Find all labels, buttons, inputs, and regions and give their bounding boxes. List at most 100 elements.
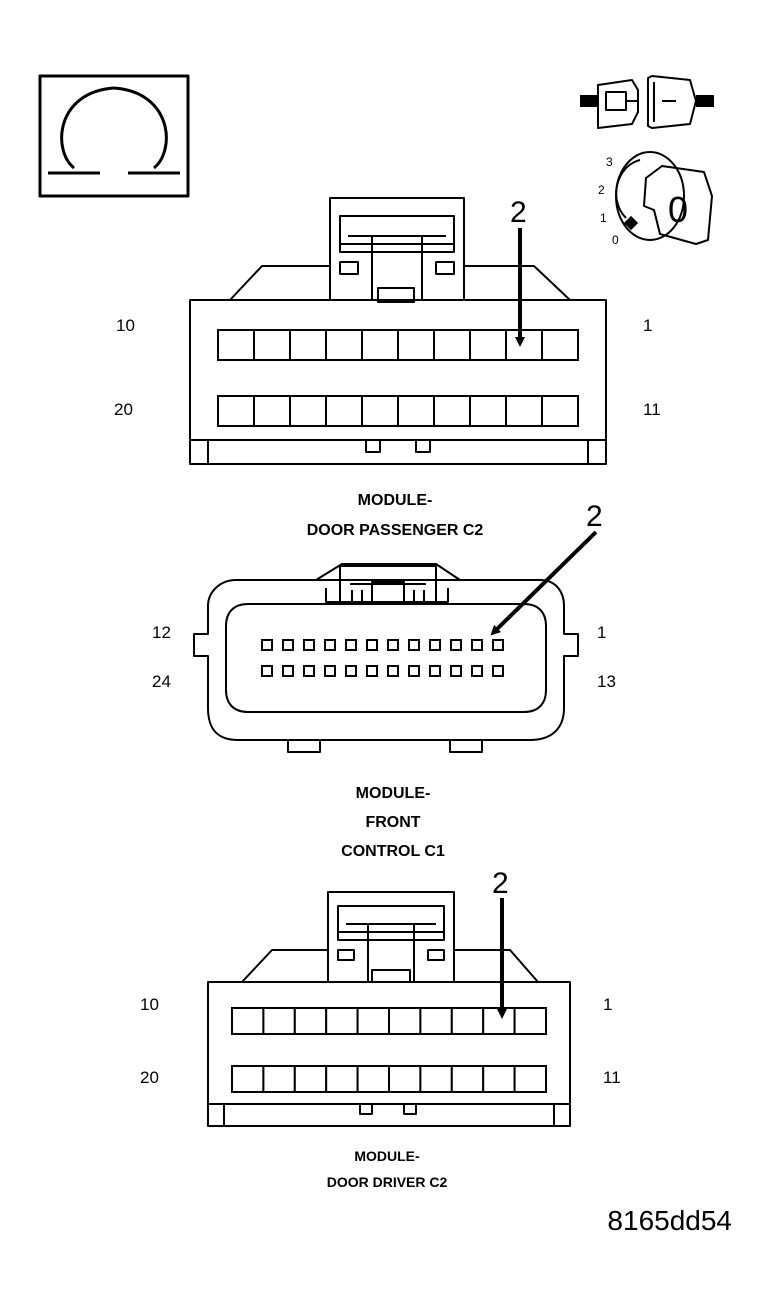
pin-cavity <box>450 1007 485 1035</box>
pin-label-top-left: 10 <box>140 995 159 1014</box>
pin-cavity <box>471 639 483 651</box>
ignition-position-2: 2 <box>598 183 605 197</box>
pin-label-bottom-right: 11 <box>603 1068 621 1087</box>
pin-cavity <box>289 329 327 361</box>
pin-cavity <box>388 1065 422 1093</box>
pin-cavity <box>231 1007 265 1035</box>
pin-cavity <box>469 395 507 427</box>
callout-number: 2 <box>510 196 527 229</box>
connector-caption-line-1: MODULE- <box>358 492 433 509</box>
pin-cavity <box>387 665 399 677</box>
ignition-key-label: 0 <box>668 189 688 230</box>
pin-cavity <box>324 639 336 651</box>
pin-cavity <box>408 665 420 677</box>
pin-cavity <box>293 1007 328 1035</box>
pin-cavity <box>217 329 255 361</box>
pin-cavity <box>303 665 315 677</box>
pin-cavity <box>429 639 441 651</box>
pin-cavity <box>419 1007 453 1035</box>
pin-cavity <box>419 1065 453 1093</box>
pin-cavity <box>482 1007 516 1035</box>
pin-label-top-right: 1 <box>643 316 652 335</box>
pin-cavity <box>261 665 273 677</box>
pin-cavity <box>217 395 255 427</box>
pin-label-bottom-right: 13 <box>597 672 616 691</box>
pin-cavity <box>253 395 291 427</box>
pin-cavity <box>469 329 507 361</box>
pin-cavity <box>492 639 504 651</box>
pin-cavities <box>217 329 579 427</box>
pin-label-bottom-left: 20 <box>114 400 133 419</box>
pin-cavity <box>429 665 441 677</box>
pin-cavity <box>253 329 291 361</box>
pin-cavity <box>282 665 294 677</box>
pin-cavity <box>325 395 363 427</box>
pin-cavity <box>356 1065 391 1093</box>
pin-cavity <box>471 665 483 677</box>
ignition-key-off-icon: 3 2 1 0 0 <box>598 151 713 247</box>
pin-cavity <box>345 639 357 651</box>
pin-cavity <box>282 639 294 651</box>
pin-cavity <box>293 1065 328 1093</box>
pin-cavity <box>450 1065 485 1093</box>
callout-number: 2 <box>586 500 603 533</box>
pin-cavity <box>482 1065 516 1093</box>
connector-caption-line-1: MODULE- <box>356 785 431 802</box>
pin-cavity <box>261 639 273 651</box>
ignition-position-0: 0 <box>612 233 619 247</box>
pin-cavity <box>361 395 399 427</box>
connector-door-driver-c2: 10 1 20 11 2 MODULE- DOOR DRIVER C2 <box>140 867 621 1190</box>
pin-cavity <box>492 665 504 677</box>
figure-id: 8165dd54 <box>607 1205 732 1236</box>
pin-cavity <box>289 395 327 427</box>
pin-cavity <box>541 329 579 361</box>
connector-front-control-c1: 12 1 24 13 2 MODULE- FRONT CONTROL C1 <box>152 500 616 860</box>
pin-label-bottom-right: 11 <box>643 400 661 419</box>
pin-cavity <box>303 639 315 651</box>
pin-cavity <box>356 1007 391 1035</box>
pin-cavities <box>261 639 504 677</box>
callout-number: 2 <box>492 867 509 900</box>
pin-cavities <box>231 1007 547 1093</box>
pin-label-top-right: 1 <box>597 623 606 642</box>
connector-caption-line-3: CONTROL C1 <box>341 843 445 860</box>
connector-door-passenger-c2: 10 1 20 11 2 MODULE- DOOR PASSENGER C2 <box>114 196 661 539</box>
pin-cavity <box>325 329 363 361</box>
ignition-position-1: 1 <box>600 211 607 225</box>
pin-cavity <box>361 329 399 361</box>
pin-cavity <box>505 395 543 427</box>
pin-label-bottom-left: 20 <box>140 1068 159 1087</box>
pin-cavity <box>345 665 357 677</box>
pin-cavity <box>513 1065 547 1093</box>
pin-cavity <box>366 639 378 651</box>
pin-label-top-left: 10 <box>116 316 135 335</box>
pin-cavity <box>450 639 462 651</box>
pin-cavity <box>388 1007 422 1035</box>
pin-cavity <box>433 395 471 427</box>
connector-caption-line-2: DOOR DRIVER C2 <box>327 1174 448 1190</box>
ohmmeter-icon <box>38 74 190 198</box>
pin-cavity <box>433 329 471 361</box>
pin-cavity <box>387 639 399 651</box>
pin-cavity <box>505 329 543 361</box>
disconnected-connector-icon <box>580 75 714 129</box>
pin-cavity <box>325 1007 359 1035</box>
pin-cavity <box>450 665 462 677</box>
pin-label-bottom-left: 24 <box>152 672 171 691</box>
pin-cavity <box>262 1007 296 1035</box>
pin-cavity <box>325 1065 359 1093</box>
callout-arrow <box>490 530 598 636</box>
pin-cavity <box>231 1065 265 1093</box>
pin-label-top-right: 1 <box>603 995 612 1014</box>
pin-cavity <box>513 1007 547 1035</box>
connector-caption-line-1: MODULE- <box>354 1148 420 1164</box>
ignition-position-3: 3 <box>606 155 613 169</box>
pin-cavity <box>541 395 579 427</box>
pin-cavity <box>397 329 435 361</box>
connector-caption-line-2: DOOR PASSENGER C2 <box>307 522 484 539</box>
connector-caption-line-2: FRONT <box>365 814 420 831</box>
pin-cavity <box>262 1065 296 1093</box>
pin-label-top-left: 12 <box>152 623 171 642</box>
pin-cavity <box>408 639 420 651</box>
